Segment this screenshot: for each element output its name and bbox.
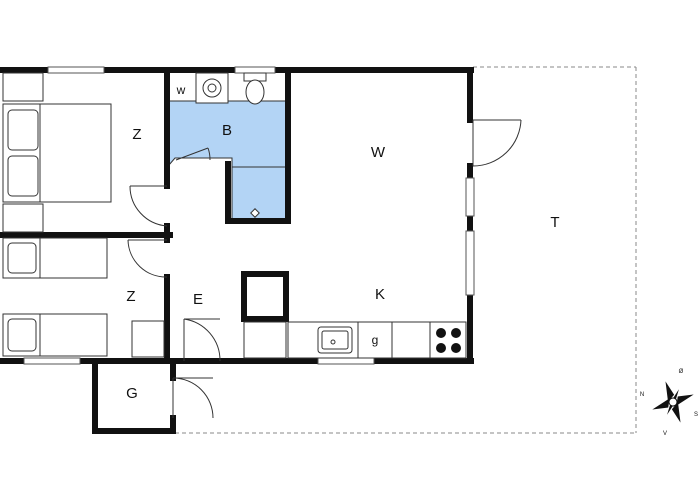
room-label-bathroom: B bbox=[222, 122, 232, 139]
room-label-washer: w bbox=[176, 83, 186, 97]
room-label-entrance: E bbox=[193, 291, 203, 308]
room-label-storage: G bbox=[126, 385, 138, 402]
room-label-terrace: T bbox=[550, 214, 559, 231]
room-label-bedroom-bottom: Z bbox=[126, 288, 135, 305]
stove-icon bbox=[436, 328, 461, 353]
room-label-bedroom-top: Z bbox=[132, 126, 141, 143]
room-label-stove-area: g bbox=[372, 333, 379, 347]
compass-south-label: S bbox=[694, 412, 698, 418]
bathroom-floor bbox=[168, 100, 287, 220]
room-label-kitchen: K bbox=[375, 286, 385, 303]
doors bbox=[127, 119, 522, 419]
compass-west-label: V bbox=[663, 431, 667, 437]
compass-north-label: N bbox=[640, 392, 644, 398]
bath-fixtures bbox=[195, 72, 267, 218]
kitchen-counter bbox=[243, 321, 467, 359]
compass-rose bbox=[652, 381, 694, 423]
room-label-living: W bbox=[371, 144, 386, 161]
compass-east-label: Ø bbox=[679, 369, 684, 375]
beds bbox=[2, 72, 165, 358]
windows bbox=[23, 66, 475, 365]
terrace-outline bbox=[175, 66, 637, 434]
